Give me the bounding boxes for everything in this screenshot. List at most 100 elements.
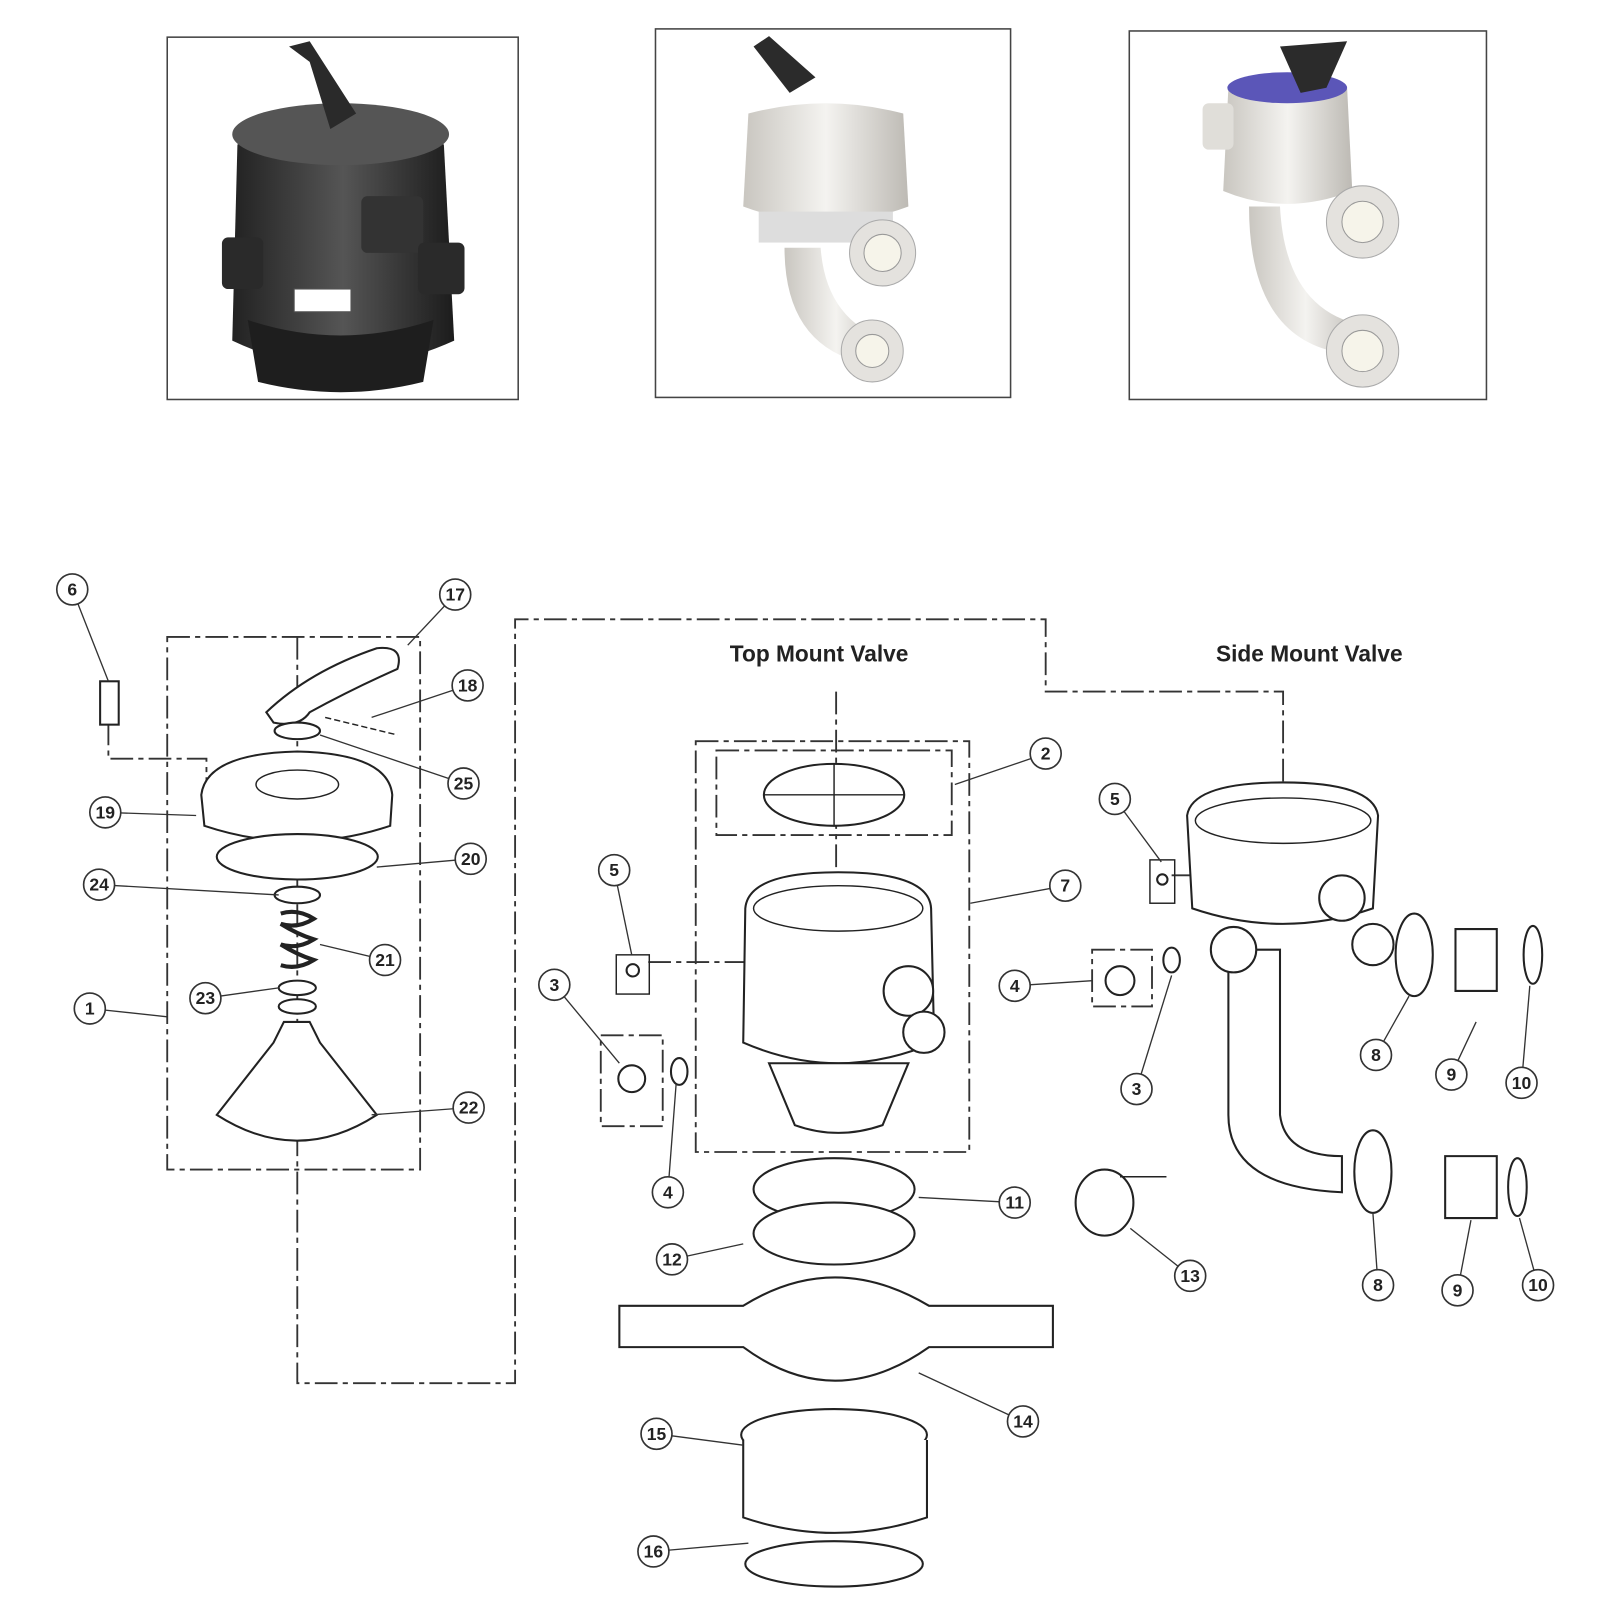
callout-circle — [1435, 1058, 1468, 1091]
callout-number: 5 — [609, 860, 619, 880]
callout-number: 15 — [647, 1424, 667, 1444]
callout-number: 13 — [1180, 1266, 1200, 1286]
side-mount-valve-photo-a — [654, 28, 1012, 399]
union-o-rings — [1507, 924, 1544, 1218]
callout-circle — [1048, 869, 1082, 902]
callout-circle — [454, 842, 488, 876]
tank-adapter-wrench — [618, 1276, 1054, 1382]
callout-10: 10 — [1518, 1217, 1555, 1302]
leader-line — [319, 734, 464, 785]
callout-3: 3 — [538, 968, 620, 1064]
callout-number: 21 — [375, 950, 395, 970]
top-mount-valve-body — [742, 871, 946, 1134]
sight-glass — [99, 680, 120, 726]
callout-9: 9 — [1441, 1220, 1474, 1307]
callout-8: 8 — [1359, 995, 1410, 1072]
callout-circle — [998, 1186, 1032, 1219]
callout-circle — [651, 1175, 685, 1209]
callout-21: 21 — [319, 943, 402, 977]
side-mount-valve-photo-b — [1128, 30, 1488, 401]
callout-circle — [368, 943, 402, 977]
callout-circle — [1359, 1038, 1393, 1072]
diffuser — [762, 762, 906, 827]
callout-circle — [88, 796, 122, 829]
callout-number: 22 — [459, 1098, 479, 1118]
valve-cover — [200, 750, 394, 843]
callout-circle — [1361, 1268, 1395, 1302]
callout-5: 5 — [597, 853, 633, 955]
leader-line — [918, 1372, 1024, 1423]
callout-circle — [1029, 737, 1062, 770]
callout-16: 16 — [637, 1535, 749, 1568]
drain-plug-top — [615, 954, 689, 1094]
callout-number: 8 — [1373, 1275, 1383, 1295]
callout-25: 25 — [319, 734, 480, 800]
callout-13: 13 — [1129, 1227, 1207, 1293]
o-ring-clamp — [752, 1157, 916, 1266]
callout-number: 24 — [89, 875, 109, 895]
handle-pin — [324, 716, 398, 736]
callout-17: 17 — [407, 578, 472, 646]
callout-circle — [998, 969, 1032, 1003]
callout-circle — [597, 853, 631, 887]
callout-circle — [1098, 782, 1132, 816]
callout-number: 3 — [549, 975, 559, 995]
callout-12: 12 — [655, 1243, 744, 1276]
callout-19: 19 — [88, 796, 197, 829]
callout-number: 4 — [1010, 976, 1020, 996]
callout-3: 3 — [1120, 975, 1173, 1106]
callout-circle — [189, 981, 222, 1015]
callout-number: 14 — [1013, 1411, 1033, 1431]
side-mount-valve-title: Side Mount Valve — [1216, 641, 1403, 667]
callout-number: 7 — [1060, 876, 1070, 896]
callout-number: 16 — [644, 1541, 664, 1561]
side-mount-valve-body — [1186, 781, 1395, 1194]
callout-circle — [1441, 1274, 1474, 1307]
callout-20: 20 — [376, 842, 488, 876]
callout-number: 9 — [1446, 1065, 1456, 1085]
callout-circle — [1173, 1259, 1207, 1293]
leader-line — [71, 589, 110, 682]
top-mount-valve-title: Top Mount Valve — [730, 641, 909, 667]
callout-number: 8 — [1371, 1045, 1381, 1065]
union-tailpieces — [1444, 928, 1498, 1220]
callout-23: 23 — [189, 981, 279, 1015]
union-nuts — [1353, 912, 1434, 1214]
callout-18: 18 — [371, 669, 484, 719]
callout-number: 17 — [445, 585, 465, 605]
callout-number: 10 — [1528, 1275, 1548, 1295]
callout-number: 18 — [458, 675, 478, 695]
callout-24: 24 — [82, 868, 279, 901]
callout-number: 20 — [461, 849, 481, 869]
washers — [277, 979, 317, 1015]
callout-number: 12 — [662, 1249, 682, 1269]
leader-line — [1135, 975, 1173, 1090]
callout-14: 14 — [918, 1372, 1040, 1438]
bulkhead-fitting — [740, 1408, 928, 1588]
leader-line — [371, 684, 468, 719]
cable-tie — [1074, 1168, 1167, 1237]
callout-circle — [1505, 1066, 1538, 1100]
callout-4: 4 — [651, 1083, 685, 1209]
callout-number: 3 — [1132, 1079, 1142, 1099]
callout-circle — [1120, 1072, 1153, 1106]
rotor-diverter — [215, 1020, 379, 1142]
callout-number: 10 — [1512, 1073, 1532, 1093]
callout-11: 11 — [918, 1186, 1032, 1219]
drain-plug-side — [1104, 859, 1181, 997]
callout-circle — [451, 669, 484, 702]
callout-10: 10 — [1505, 985, 1538, 1100]
callout-circle — [538, 968, 571, 1002]
callout-number: 2 — [1041, 744, 1051, 764]
leader-line — [667, 1083, 677, 1193]
valve-handle — [264, 646, 400, 725]
leader-line — [553, 984, 620, 1064]
callout-number: 1 — [85, 999, 95, 1019]
cover-washer — [273, 721, 322, 741]
callout-4: 4 — [998, 969, 1093, 1003]
callout-6: 6 — [55, 573, 110, 682]
callout-8: 8 — [1361, 1212, 1395, 1302]
top-mount-valve-photo — [166, 36, 519, 401]
